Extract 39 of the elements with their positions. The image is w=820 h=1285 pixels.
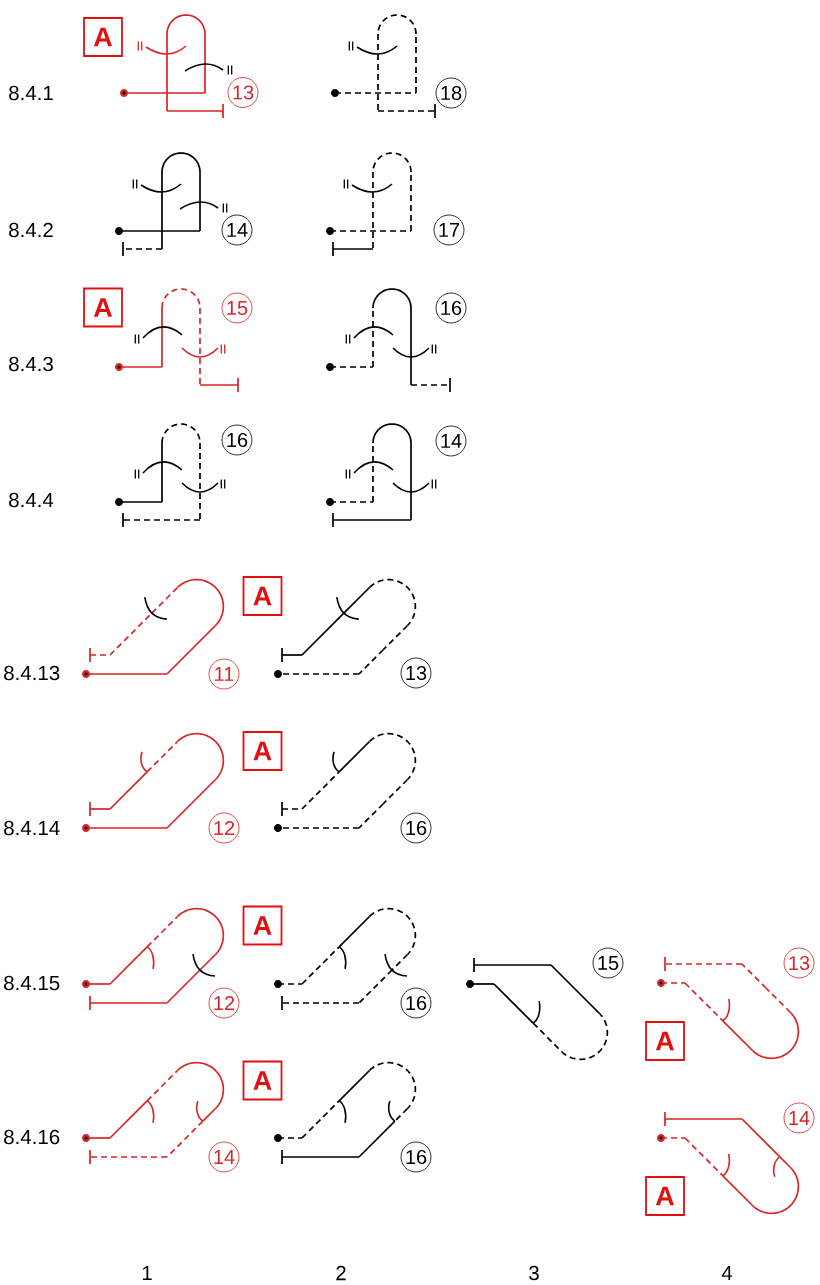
circled-number: 15 xyxy=(592,947,624,979)
column-label: 3 xyxy=(529,1265,539,1281)
circled-number: 16 xyxy=(221,424,253,456)
circled-number: 14 xyxy=(208,1141,240,1173)
circled-number: 14 xyxy=(783,1102,815,1134)
circled-number: 18 xyxy=(435,77,467,109)
circled-number: 13 xyxy=(783,947,815,979)
row-label: 8.4.1 xyxy=(9,85,53,101)
circled-number: 13 xyxy=(400,657,432,689)
letter-box: A xyxy=(242,905,283,946)
letter-box: A xyxy=(645,1021,685,1061)
row-label: 8.4.15 xyxy=(4,975,60,991)
row-label: 8.4.4 xyxy=(9,492,54,508)
letter-box: A xyxy=(242,576,283,616)
circled-number: 14 xyxy=(221,214,253,246)
circled-number: 12 xyxy=(208,987,240,1019)
letter-box: A xyxy=(242,1060,283,1101)
circled-number: 16 xyxy=(400,987,432,1019)
row-label: 8.4.14 xyxy=(4,820,60,836)
column-label: 4 xyxy=(721,1265,733,1281)
letter-box: A xyxy=(83,17,123,57)
letter-box: A xyxy=(645,1176,685,1216)
circled-number: 16 xyxy=(400,1141,432,1173)
circled-number: 13 xyxy=(227,77,259,108)
circled-number: 16 xyxy=(435,292,467,324)
row-label: 8.4.3 xyxy=(9,356,53,372)
row-label: 8.4.2 xyxy=(9,222,53,238)
circled-number: 14 xyxy=(435,425,467,457)
circled-number: 17 xyxy=(433,214,465,246)
circled-number: 11 xyxy=(208,658,240,690)
circled-number: 15 xyxy=(221,292,253,324)
column-label: 2 xyxy=(336,1265,346,1281)
letter-box: A xyxy=(242,731,283,771)
letter-box: A xyxy=(83,287,123,328)
circled-number: 12 xyxy=(208,812,240,844)
row-label: 8.4.16 xyxy=(4,1129,60,1145)
column-label: 1 xyxy=(142,1265,152,1281)
row-label: 8.4.13 xyxy=(4,665,60,681)
circled-number: 16 xyxy=(400,812,432,844)
